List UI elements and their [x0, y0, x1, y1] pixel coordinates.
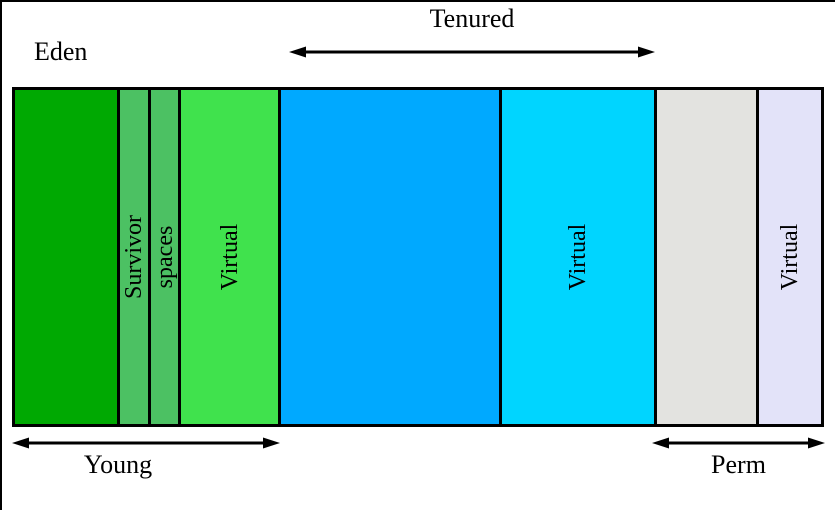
segment-young-virtual: Virtual [181, 90, 278, 424]
perm-span-double-arrow-icon [652, 437, 825, 449]
segment-survivor-space-2: spaces [151, 90, 178, 424]
segment-tenured [281, 90, 499, 424]
segment-eden [15, 90, 117, 424]
tenured-span-double-arrow-icon [289, 46, 655, 58]
young-label: Young [83, 450, 153, 479]
segment-perm-virtual: Virtual [759, 90, 821, 424]
segment-label: Virtual [777, 223, 803, 291]
perm-label: Perm [711, 450, 766, 479]
tenured-label: Tenured [429, 4, 515, 33]
young-span-double-arrow-icon [12, 437, 280, 449]
segment-survivor-space-1: Survivor [120, 90, 148, 424]
segment-label: Virtual [216, 223, 243, 291]
segment-label: Virtual [565, 223, 591, 291]
segment-label: spaces [151, 225, 178, 289]
eden-label: Eden [34, 37, 88, 66]
segment-label: Survivor [121, 215, 147, 299]
segment-perm [657, 90, 756, 424]
heap-rectangle: Survivor spaces Virtual Virtual Virtual [12, 87, 824, 427]
segment-tenured-virtual: Virtual [502, 90, 654, 424]
